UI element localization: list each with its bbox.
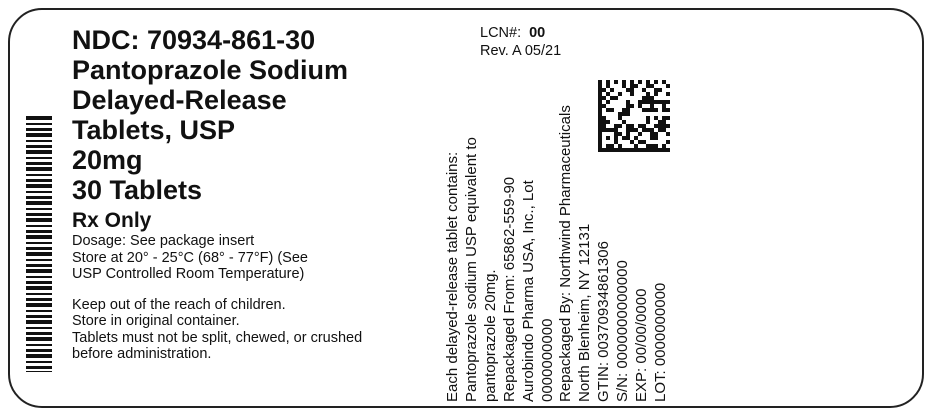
ndc-number: NDC: 70934-861-30 <box>72 25 316 55</box>
product-name-line-1: Pantoprazole Sodium <box>72 55 349 85</box>
storage-text-1: Store at 20° - 25°C (68° - 77°F) (See <box>72 249 308 266</box>
lcn-value: 00 <box>529 25 546 41</box>
rotated-line-7: Repackaged By: Northwind Pharmaceuticals <box>557 105 575 402</box>
strength: 20mg <box>72 145 143 175</box>
linear-barcode <box>26 116 52 372</box>
rotated-line-4: Repackaged From: 65862-559-90 <box>500 176 518 402</box>
product-name-line-2: Delayed-Release <box>72 85 287 115</box>
product-info: NDC: 70934-861-30 Pantoprazole Sodium De… <box>72 26 432 363</box>
revision: Rev. A 05/21 <box>480 43 562 59</box>
rotated-line-8: North Blenheim, NY 12131 <box>576 223 594 402</box>
lcn-label: LCN#: <box>480 25 522 41</box>
tablet-count: 30 Tablets <box>72 175 203 205</box>
rotated-line-2: Pantoprazole sodium USP equivalent to <box>462 137 480 402</box>
warning-text-4: before administration. <box>72 346 212 362</box>
lcn-block: LCN#: 00 Rev. A 05/21 <box>480 24 561 60</box>
rotated-line-1: Each delayed-release tablet contains: <box>444 151 461 402</box>
rotated-line-6: 0000000000 <box>538 318 556 402</box>
drug-label <box>8 8 924 408</box>
rotated-info: Each delayed-release tablet contains: Pa… <box>444 42 744 402</box>
dosage-text: Dosage: See package insert <box>72 233 255 249</box>
rotated-line-3: pantoprazole 20mg. <box>481 269 499 402</box>
rx-only: Rx Only <box>72 209 152 232</box>
warning-text-3: Tablets must not be split, chewed, or cr… <box>72 329 363 346</box>
data-matrix-barcode <box>598 80 670 152</box>
warning-text-1: Keep out of the reach of children. <box>72 296 286 313</box>
product-name-line-3: Tablets, USP <box>72 115 236 145</box>
rotated-line-5: Aurobindo Pharma USA, Inc., Lot <box>519 180 537 402</box>
storage-text-2: USP Controlled Room Temperature) <box>72 266 305 282</box>
warning-text-2: Store in original container. <box>72 313 240 329</box>
